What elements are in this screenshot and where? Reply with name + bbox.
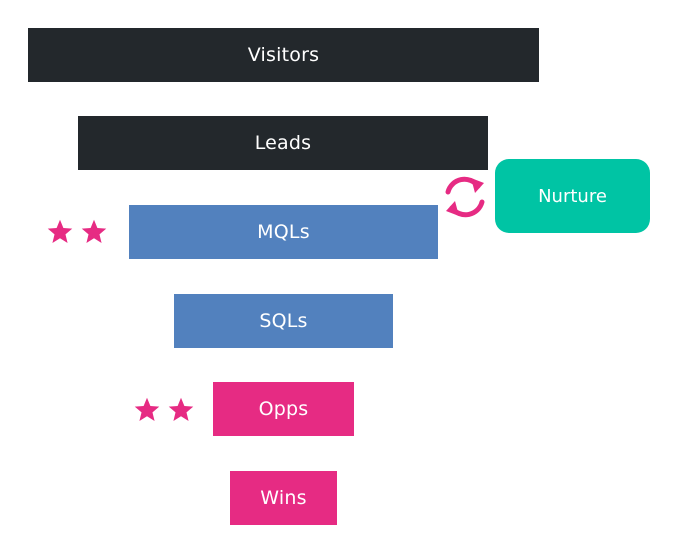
refresh-cycle-icon [445,176,485,218]
rating-stars-opps [133,394,195,426]
stage-label: SQLs [259,309,308,332]
funnel-stage-opps: Opps [213,382,354,436]
funnel-stage-mqls: MQLs [129,205,438,259]
star-icon [168,397,194,421]
stage-label: Leads [254,131,312,154]
nurture-label: Nurture [538,185,607,207]
stage-label: Wins [260,486,307,509]
star-icon [47,219,73,243]
funnel-stage-visitors: Visitors [28,28,539,82]
funnel-stage-leads: Leads [78,116,488,170]
star-icon [81,219,107,243]
star-icon [134,397,160,421]
stage-label: Opps [258,397,309,420]
rating-stars-mqls [46,216,108,248]
funnel-stage-wins: Wins [230,471,337,525]
nurture-box: Nurture [495,159,650,233]
funnel-stage-sqls: SQLs [174,294,393,348]
stage-label: Visitors [247,43,320,66]
stage-label: MQLs [257,220,310,243]
